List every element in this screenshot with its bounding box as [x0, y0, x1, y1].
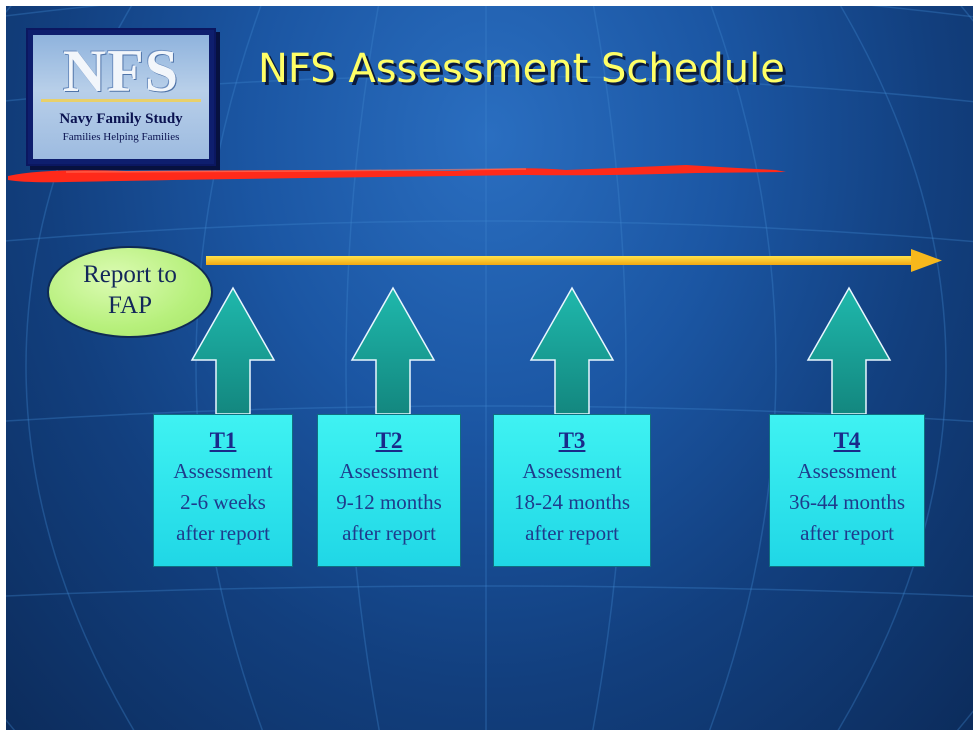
assessment-box-t4: T4 Assessment 36-44 months after report [769, 414, 925, 567]
assessment-timing: 9-12 months [336, 490, 442, 514]
assessment-label: T4 [833, 428, 861, 453]
slide: NFS Navy Family Study Families Helping F… [6, 6, 973, 730]
title-underline [8, 165, 786, 183]
assessment-line: Assessment [797, 459, 897, 483]
up-arrow-t4 [806, 286, 892, 415]
logo-acronym: NFS [62, 38, 180, 104]
assessment-label: T1 [209, 428, 237, 453]
assessment-line: Assessment [522, 459, 622, 483]
assessment-box-t2: T2 Assessment 9-12 months after report [317, 414, 461, 567]
assessment-timing: 36-44 months [788, 490, 906, 514]
assessment-line: after report [342, 521, 436, 545]
report-label-line2: FAP [107, 292, 152, 319]
up-arrow-t3 [529, 286, 615, 415]
report-to-fap-node: Report to FAP [47, 246, 213, 338]
assessment-label: T3 [558, 428, 586, 453]
timeline-diagram [190, 249, 942, 415]
logo-name: Navy Family Study [59, 111, 183, 127]
assessment-line: after report [176, 521, 270, 545]
logo-tagline: Families Helping Families [62, 131, 180, 143]
logo: NFS Navy Family Study Families Helping F… [26, 28, 216, 166]
logo-panel: NFS Navy Family Study Families Helping F… [33, 35, 209, 159]
slide-title: NFS Assessment Schedule [258, 46, 785, 92]
report-to-fap-label: Report to FAP [49, 259, 211, 321]
assessment-label: T2 [375, 428, 403, 453]
report-label-line1: Report to [83, 261, 177, 288]
timeline-arrow [206, 249, 942, 272]
assessment-line: after report [800, 521, 894, 545]
assessment-box-t3: T3 Assessment 18-24 months after report [493, 414, 651, 567]
assessment-line: Assessment [339, 459, 439, 483]
assessment-timing: 2-6 weeks [180, 490, 266, 514]
assessment-line: after report [525, 521, 619, 545]
logo-divider [41, 99, 201, 102]
assessment-line: Assessment [173, 459, 273, 483]
assessment-timing: 18-24 months [513, 490, 631, 514]
up-arrow-t2 [350, 286, 436, 415]
assessment-box-t1: T1 Assessment 2-6 weeks after report [153, 414, 293, 567]
